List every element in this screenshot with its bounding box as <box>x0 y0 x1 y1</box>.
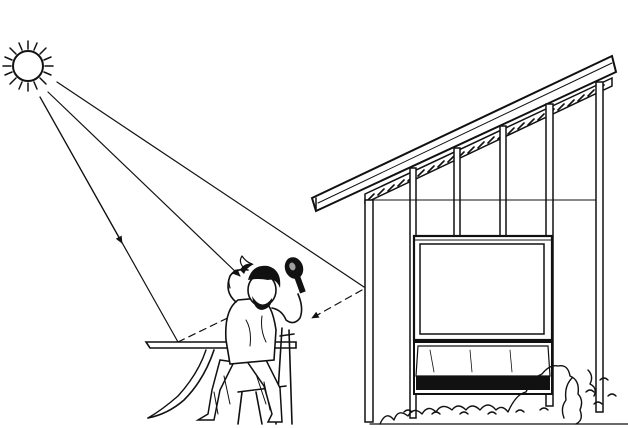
direct-sunlight-ray-to-person <box>48 92 240 276</box>
direct-sunlight-ray-to-window <box>57 82 364 287</box>
hair-dryer-cord <box>148 350 214 418</box>
lean-to-solar-greenhouse <box>312 56 616 422</box>
reflected-ray-from-window <box>312 290 362 318</box>
solar-collector <box>414 342 552 394</box>
sun-icon <box>3 41 53 91</box>
person-drying-hair <box>198 256 302 422</box>
greenhouse-front-post <box>365 200 373 422</box>
greenhouse-roof <box>312 56 616 211</box>
hair-dryer-icon <box>282 255 312 296</box>
greenhouse-window <box>414 236 552 340</box>
